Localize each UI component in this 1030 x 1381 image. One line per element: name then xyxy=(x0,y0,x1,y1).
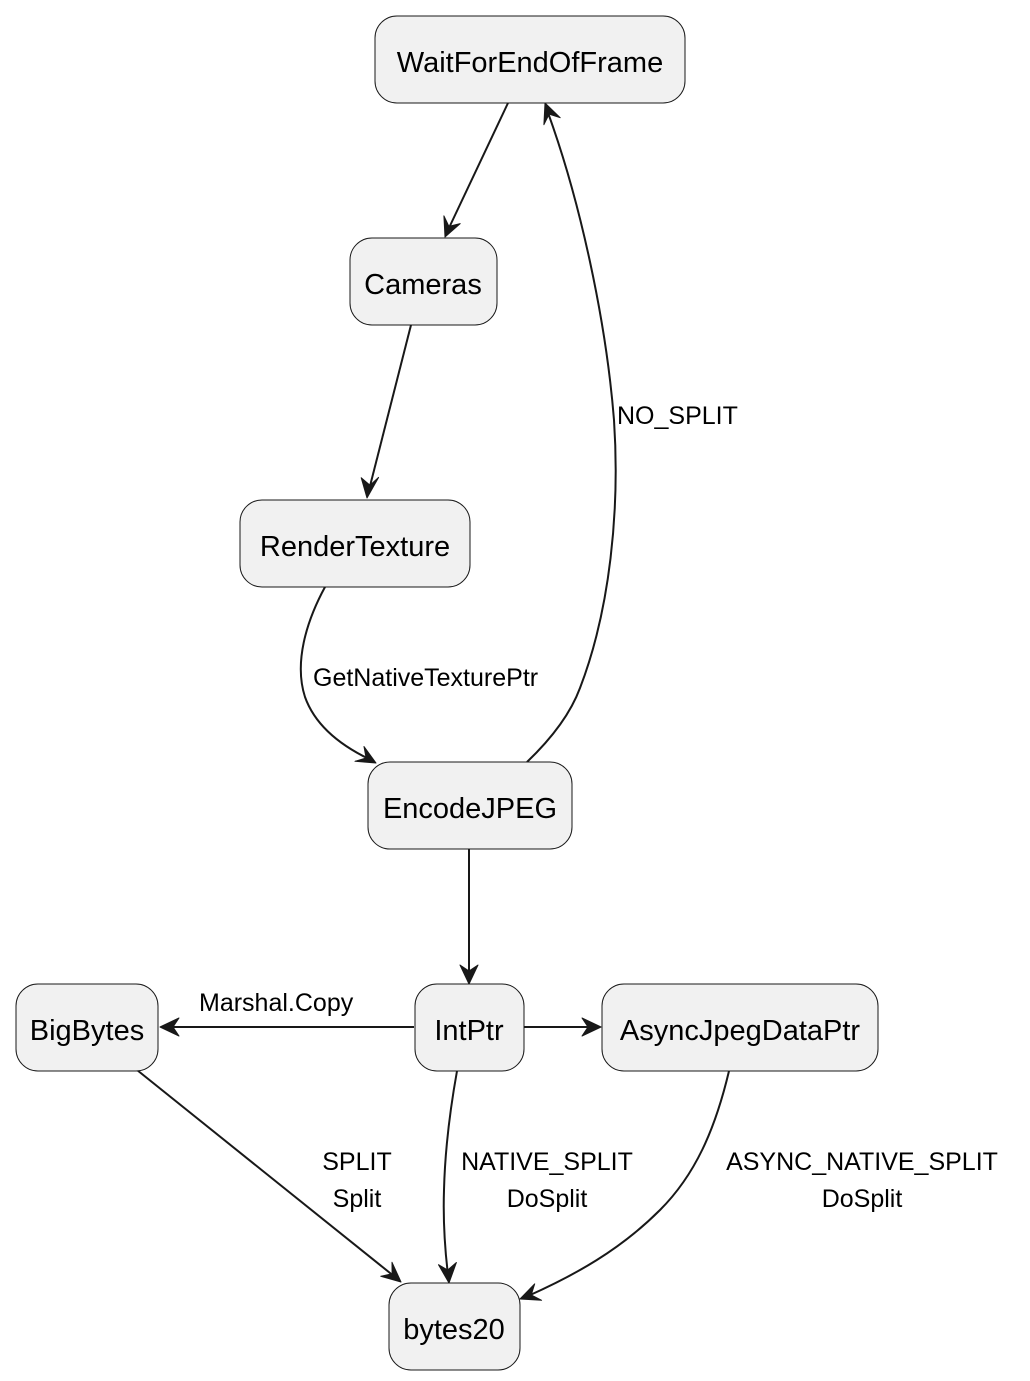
node-label: RenderTexture xyxy=(260,531,450,563)
edge-asyncjpegdataptr-to-bytes20: ASYNC_NATIVE_SPLIT DoSplit xyxy=(519,1070,998,1301)
node-encodejpeg: EncodeJPEG xyxy=(367,761,573,850)
node-asyncjpegdataptr: AsyncJpegDataPtr xyxy=(601,983,879,1072)
edge-label: NO_SPLIT xyxy=(617,402,738,430)
edge-cameras-to-rendertexture xyxy=(360,324,412,499)
node-label: bytes20 xyxy=(403,1314,505,1346)
edge-label: DoSplit xyxy=(822,1185,903,1213)
edge-intptr-to-bytes20: NATIVE_SPLIT DoSplit xyxy=(438,1070,633,1284)
node-label: WaitForEndOfFrame xyxy=(397,47,663,79)
node-label: Cameras xyxy=(364,269,482,301)
edge-label: NATIVE_SPLIT xyxy=(461,1148,633,1176)
edge-label: GetNativeTexturePtr xyxy=(313,664,538,692)
arrowhead-icon xyxy=(459,964,479,985)
edge-encodejpeg-to-intptr xyxy=(459,849,479,985)
arrowhead-icon xyxy=(438,1262,457,1284)
edge-line xyxy=(447,102,509,231)
edge-label: Split xyxy=(333,1185,382,1213)
node-rendertexture: RenderTexture xyxy=(239,499,471,588)
node-cameras: Cameras xyxy=(349,237,498,326)
arrowhead-icon xyxy=(159,1017,180,1037)
edge-intptr-to-asyncjpegdataptr xyxy=(524,1017,602,1037)
arrowhead-icon xyxy=(543,102,561,126)
edge-intptr-to-bigbytes: Marshal.Copy xyxy=(159,989,414,1037)
arrowhead-icon xyxy=(380,1261,402,1283)
edge-rendertexture-to-encodejpeg: GetNativeTexturePtr xyxy=(299,586,538,764)
edge-line xyxy=(442,1070,458,1276)
arrowhead-icon xyxy=(581,1017,602,1037)
arrowhead-icon xyxy=(519,1283,543,1301)
edge-waitforendofframe-to-cameras xyxy=(443,102,509,238)
edge-line xyxy=(526,109,617,763)
edge-encodejpeg-to-waitforendofframe: NO_SPLIT xyxy=(526,102,738,763)
node-label: AsyncJpegDataPtr xyxy=(620,1015,861,1047)
node-intptr: IntPtr xyxy=(414,983,525,1072)
edge-bigbytes-to-bytes20: SPLIT Split xyxy=(136,1069,402,1283)
edge-line xyxy=(136,1069,396,1278)
node-waitforendofframe: WaitForEndOfFrame xyxy=(374,15,686,104)
node-label: IntPtr xyxy=(434,1015,504,1047)
node-label: BigBytes xyxy=(30,1015,144,1047)
edge-line xyxy=(368,324,412,491)
edge-line xyxy=(299,586,370,760)
arrowhead-icon xyxy=(360,476,380,499)
node-bigbytes: BigBytes xyxy=(15,983,159,1072)
node-label: EncodeJPEG xyxy=(383,793,557,825)
edge-label: DoSplit xyxy=(507,1185,588,1213)
edge-label: SPLIT xyxy=(322,1148,391,1176)
edge-label: ASYNC_NATIVE_SPLIT xyxy=(726,1148,998,1176)
node-bytes20: bytes20 xyxy=(388,1282,521,1371)
edge-label: Marshal.Copy xyxy=(199,989,354,1017)
arrowhead-icon xyxy=(354,746,377,764)
edge-line xyxy=(527,1070,730,1297)
arrowhead-icon xyxy=(443,215,461,238)
